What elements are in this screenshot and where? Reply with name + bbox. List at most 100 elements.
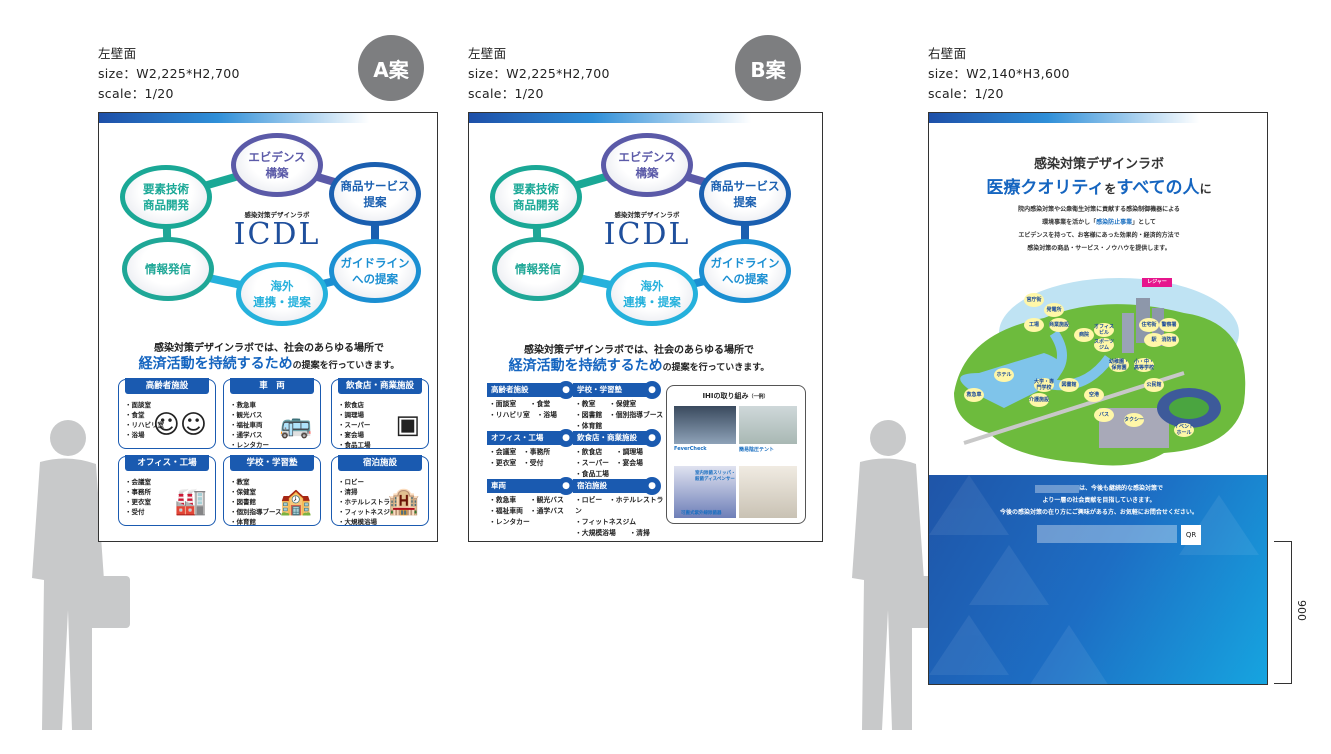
card-item: ・レンタカー xyxy=(230,441,269,449)
wall-size: size：W2,140*H3,600 xyxy=(928,66,1070,81)
map-label: 救急車 xyxy=(964,388,984,402)
top-stripe xyxy=(469,113,822,123)
school-icon: ● xyxy=(643,381,661,399)
card-item: ・ロビー xyxy=(338,478,364,486)
facility-heading: オフィス・工場 xyxy=(487,431,562,445)
card-item: ・フィットネスジム xyxy=(338,508,397,516)
bus-icon: 🚌 xyxy=(279,410,312,440)
map-label: 小・中・高等学校 xyxy=(1134,358,1155,372)
card-title: 高齢者施設 xyxy=(125,378,209,394)
cycle-node: 商品サービス 提案 xyxy=(699,162,791,226)
facility-heading: 車両 xyxy=(487,479,562,493)
elderly-people-icon: ☺☺ xyxy=(152,410,207,440)
facility-list: ・面談室 ・食堂・リハビリ室 ・浴場 xyxy=(489,399,579,421)
qr-code[interactable]: QR xyxy=(1181,525,1201,545)
card-item: ・調理場 xyxy=(338,411,364,419)
card-item: ・保健室 xyxy=(230,488,256,496)
map-label: 官庁街 xyxy=(1024,293,1044,307)
intro-line2: 経済活動を持続するための提案を行っていきます。 xyxy=(99,353,437,373)
card-item: ・教室 xyxy=(230,478,250,486)
bus-icon: ● xyxy=(557,477,575,495)
card-item: ・救急車 xyxy=(230,401,256,409)
facility-heading: 学校・学習塾 xyxy=(573,383,648,397)
panel-right-wall: 感染対策デザインラボ 医療クオリティをすべての人に 院内感染対策や公衆衛生対策に… xyxy=(928,112,1268,685)
cycle-diagram: エビデンス 構築商品サービス 提案ガイドライン への提案海外 連携・提案情報発信… xyxy=(469,113,809,333)
card-item: ・会議室 xyxy=(125,478,151,486)
wall-label: 左壁面 xyxy=(98,46,137,61)
facility-heading: 高齢者施設 xyxy=(487,383,562,397)
wall-scale: scale：1/20 xyxy=(928,86,1004,101)
facility-item: ・図書館 ・個別指導ブース xyxy=(575,411,664,419)
plan-b-badge: B案 xyxy=(735,35,801,101)
map-tag: レジャー xyxy=(1142,278,1172,287)
facility-item: ・フィットネスジム xyxy=(575,518,637,526)
card-item: ・スーパー xyxy=(338,421,371,429)
map-label: 住宅街 xyxy=(1139,318,1159,332)
intro-emphasis: 経済活動を持続するため xyxy=(138,356,293,372)
intro-line1: 感染対策デザインラボでは、社会のあらゆる場所で xyxy=(154,343,384,354)
facility-list: ・救急車 ・観光バス・福祉車両 ・通学バス・レンタカー xyxy=(489,495,579,528)
wall-size: size：W2,225*H2,700 xyxy=(468,66,610,81)
map-label: スポーツジム xyxy=(1094,338,1114,352)
map-label: 介護施設 xyxy=(1029,393,1049,407)
facility-card: 車 両・救急車・観光バス・福祉車両・通学バス・レンタカー🚌 xyxy=(223,378,321,449)
card-item: ・更衣室 xyxy=(125,498,151,506)
facility-item: ・福祉車両 ・通学バス xyxy=(489,507,564,515)
card-item: ・図書館 xyxy=(230,498,256,506)
card-title: 宿泊施設 xyxy=(338,455,422,471)
dimension-value: 900 xyxy=(1295,600,1308,621)
wall-label: 右壁面 xyxy=(928,46,967,61)
top-stripe xyxy=(99,113,437,123)
facility-list: ・飲食店 ・調理場・スーパー ・宴会場・食品工場 xyxy=(575,447,665,480)
facility-card: 宿泊施設・ロビー・清掃・ホテルレストラン・フィットネスジム・大規模浴場🏨 xyxy=(331,455,429,526)
tent-photo xyxy=(739,406,797,444)
cycle-node: 情報発信 xyxy=(122,237,214,301)
cycle-diagram: エビデンス 構築商品サービス 提案ガイドライン への提案海外 連携・提案情報発信… xyxy=(99,113,437,333)
cycle-node: ガイドライン への提案 xyxy=(699,239,791,303)
map-label: 病院 xyxy=(1074,328,1094,342)
map-label: バス xyxy=(1094,408,1114,422)
card-item: ・食品工場 xyxy=(338,441,371,449)
wall-scale: scale：1/20 xyxy=(468,86,544,101)
intro-emphasis: 経済活動を持続するため xyxy=(508,358,663,374)
card-item: ・事務所 xyxy=(125,488,151,496)
poster-body: 院内感染対策や公衆衛生対策に貢献する感染制御機器による 環境事業を活かし「感染防… xyxy=(1018,206,1180,252)
dimension-line xyxy=(1274,541,1292,684)
map-label: 警察署 xyxy=(1159,318,1179,332)
logo-mark: ICDL xyxy=(233,217,321,252)
card-item: ・宴会場 xyxy=(338,431,364,439)
facility-item: ・食品工場 xyxy=(575,470,609,478)
footer-text: は、今後も継続的な感染対策で より一層の社会貢献を目指していきます。 今後の感染… xyxy=(1000,484,1198,516)
card-title: 学校・学習塾 xyxy=(230,455,314,471)
card-title: 車 両 xyxy=(230,378,314,394)
intro-line2: 経済活動を持続するための提案を行っていきます。 xyxy=(469,355,809,375)
card-item: ・飲食店 xyxy=(338,401,364,409)
map-label: タクシー xyxy=(1124,413,1144,427)
facility-item: ・飲食店 ・調理場 xyxy=(575,448,643,456)
card-item: ・通学バス xyxy=(230,431,263,439)
poster-footer: は、今後も継続的な感染対策で より一層の社会貢献を目指していきます。 今後の感染… xyxy=(929,475,1267,684)
register-icon: ● xyxy=(643,429,661,447)
facility-item: ・大規模浴場 ・清掃 xyxy=(575,529,650,537)
panel-plan-a: エビデンス 構築商品サービス 提案ガイドライン への提案海外 連携・提案情報発信… xyxy=(98,112,438,542)
plan-a-badge: A案 xyxy=(358,35,424,101)
intro-rest: の提案を行っていきます。 xyxy=(292,361,400,371)
cycle-node: エビデンス 構築 xyxy=(601,133,693,197)
facility-item: ・レンタカー xyxy=(489,518,530,526)
factory-icon: 🏭 xyxy=(174,487,207,517)
panel-plan-b: エビデンス 構築商品サービス 提案ガイドライン への提案海外 連携・提案情報発信… xyxy=(468,112,823,542)
ihi-label: 室内除菌スリッパ・殺菌ディスペンサー xyxy=(695,471,736,482)
intro-rest: の提案を行っていきます。 xyxy=(662,363,770,373)
url-placeholder xyxy=(1037,525,1177,543)
factory-icon: ● xyxy=(557,429,575,447)
card-item: ・受付 xyxy=(125,508,145,516)
logo-mark: ICDL xyxy=(603,217,691,252)
card-title: 飲食店・商業施設 xyxy=(338,378,422,394)
room-photo xyxy=(739,466,797,518)
map-label: 幼稚園・保育園 xyxy=(1109,358,1130,372)
map-label: ホテル xyxy=(994,368,1014,382)
cycle-node: 商品サービス 提案 xyxy=(329,162,421,226)
hotel-icon: ● xyxy=(643,477,661,495)
card-item: ・面談室 xyxy=(125,401,151,409)
wall-info-a: 左壁面 size：W2,225*H2,700 scale：1/20 xyxy=(98,44,240,104)
